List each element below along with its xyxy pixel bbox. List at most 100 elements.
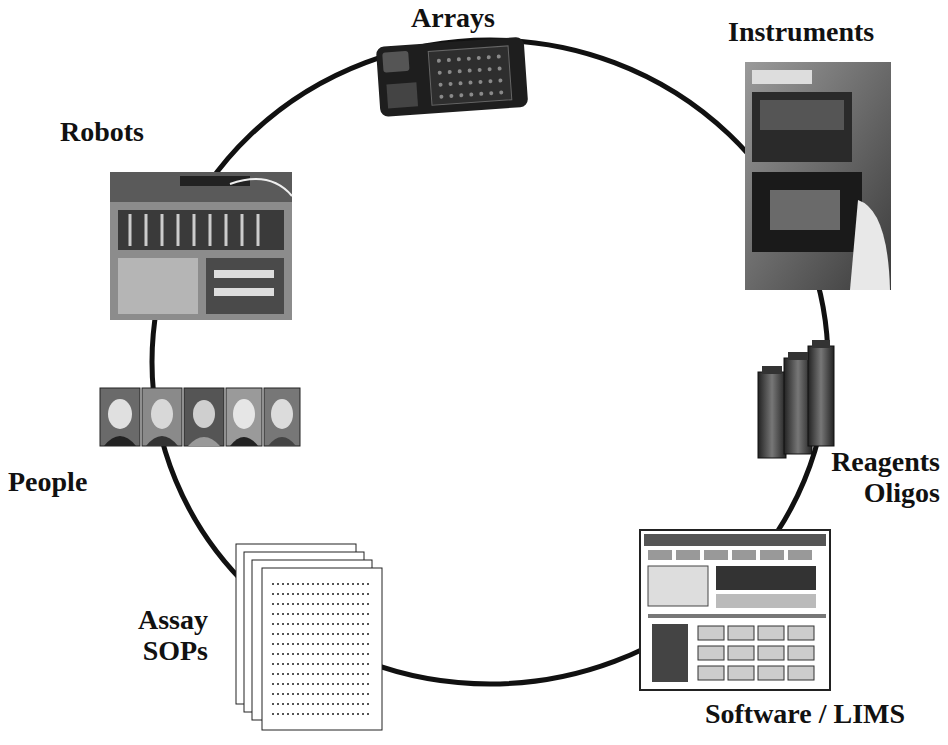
array-cartridge-part-part — [478, 68, 482, 72]
robot-photo-part-part — [193, 214, 196, 246]
array-cartridge-part-part — [497, 66, 501, 70]
people-photos — [100, 388, 300, 446]
sop-pages-part-part — [272, 673, 372, 675]
robot-photo-part — [214, 270, 274, 278]
array-cartridge-part-part — [468, 80, 472, 84]
sop-pages-part-part — [272, 613, 372, 615]
reagent-bottles-part — [762, 366, 782, 374]
robot-photo-part — [110, 172, 292, 202]
software-screen-part-part — [698, 666, 724, 680]
instrument-photo-part — [770, 190, 840, 230]
sop-pages-part — [272, 584, 372, 714]
array-cartridge-part-part — [448, 70, 452, 74]
people-photos-part — [188, 437, 220, 446]
instrument-photo-part — [752, 172, 862, 252]
robot-photo-part-part — [177, 214, 180, 246]
software-screen-part — [788, 550, 812, 560]
array-cartridge-part-part — [498, 78, 502, 82]
software-screen-part — [676, 550, 700, 560]
array-cartridge-part-part — [487, 55, 491, 59]
software-screen-part — [648, 550, 672, 560]
array-cartridge-part-part — [469, 92, 473, 96]
people-photos-part — [226, 388, 262, 446]
array-cartridge-part-part — [458, 69, 462, 73]
robot-photo-part — [110, 172, 292, 320]
sop-pages-part-part — [272, 623, 372, 625]
software-screen-part-part — [758, 646, 784, 660]
sop-pages-part-part — [272, 593, 372, 595]
people-photos-part — [146, 436, 178, 446]
array-cartridge-part-part — [477, 56, 481, 60]
array-cartridge-part — [376, 37, 529, 117]
reagent-bottles-part — [788, 352, 808, 360]
item-label: Arrays — [388, 2, 518, 33]
sop-pages-part-part — [272, 603, 372, 605]
robot-photo-part — [206, 258, 284, 314]
software-screen — [640, 530, 830, 690]
array-cartridge-part — [428, 46, 512, 105]
people-photos-part — [230, 437, 258, 446]
array-cartridge-part-part — [449, 94, 453, 98]
array-cartridge — [376, 37, 529, 117]
software-screen-part — [640, 530, 830, 690]
item-label: Robots — [60, 116, 190, 147]
software-screen-part — [652, 624, 688, 682]
array-cartridge-part-part — [468, 68, 472, 72]
array-cartridge-part — [382, 51, 409, 73]
array-cartridge-part-part — [439, 95, 443, 99]
software-screen-part — [648, 566, 708, 606]
people-photos-part — [233, 399, 255, 429]
software-screen-part-part — [728, 646, 754, 660]
robot-photo — [110, 172, 292, 320]
robot-photo-part-part — [129, 214, 132, 246]
software-screen-part-part — [758, 666, 784, 680]
sop-pages-part — [262, 568, 382, 730]
reagent-bottles — [758, 340, 834, 458]
array-cartridge-part-part — [497, 54, 501, 58]
people-photos-part — [268, 437, 296, 446]
array-cartridge-part-part — [487, 67, 491, 71]
reagent-bottles-part — [812, 340, 830, 348]
item-label: Instruments — [728, 16, 918, 47]
robot-photo-part — [118, 258, 198, 314]
sop-pages-part-part — [272, 653, 372, 655]
sop-pages — [236, 544, 382, 730]
robot-photo-part-part — [161, 214, 164, 246]
array-cartridge-part-part — [478, 80, 482, 84]
item-label: Reagents Oligos — [796, 446, 940, 508]
software-screen-part-part — [728, 626, 754, 640]
software-screen-part — [648, 614, 826, 618]
array-cartridge-part-part — [499, 90, 503, 94]
robot-photo-part-part — [145, 214, 148, 246]
instrument-photo — [745, 62, 891, 290]
software-screen-part — [760, 550, 784, 560]
people-photos-part — [264, 388, 300, 446]
robot-photo-part — [130, 214, 258, 246]
software-screen-part-part — [758, 626, 784, 640]
robot-photo-part-part — [209, 214, 212, 246]
sop-pages-part-part — [272, 693, 372, 695]
instrument-photo-part — [745, 62, 891, 290]
sop-pages-part-part — [272, 643, 372, 645]
sop-pages-part-part — [272, 663, 372, 665]
robot-photo-part — [230, 179, 292, 196]
sop-pages-part-part — [272, 713, 372, 715]
people-photos-part — [108, 399, 132, 429]
software-screen-part — [704, 550, 728, 560]
instrument-photo-part — [760, 100, 844, 130]
software-screen-part — [698, 626, 814, 680]
array-cartridge-part — [386, 82, 418, 108]
array-cartridge-part-part — [457, 57, 461, 61]
people-photos-part — [142, 388, 182, 446]
robot-photo-part-part — [257, 214, 260, 246]
software-screen-part — [716, 566, 816, 590]
array-cartridge-part-part — [467, 57, 471, 61]
people-photos-part — [151, 399, 173, 429]
robot-photo-part-part — [225, 214, 228, 246]
software-screen-part — [716, 594, 816, 608]
array-cartridge-part-part — [448, 82, 452, 86]
people-photos-part — [104, 436, 136, 446]
software-screen-part-part — [698, 626, 724, 640]
array-cartridge-part-part — [489, 91, 493, 95]
array-cartridge-part-part — [479, 92, 483, 96]
